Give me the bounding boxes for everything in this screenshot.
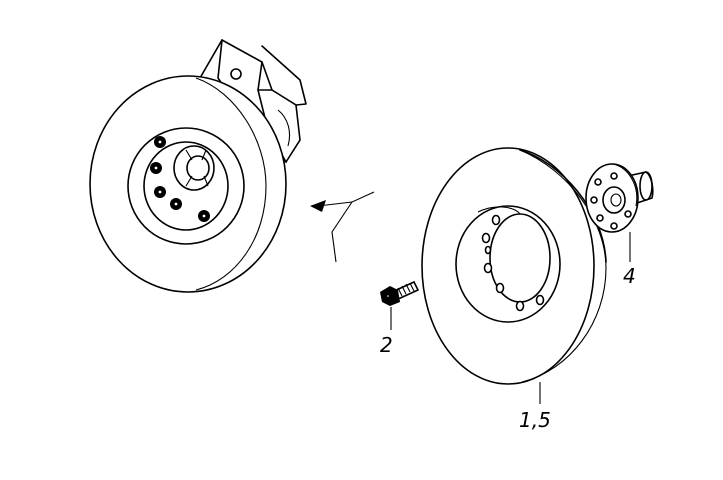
callout-label-bolt: 2 bbox=[380, 333, 393, 357]
hub-bolt-holes bbox=[590, 172, 632, 230]
installed-damper-assembly bbox=[89, 38, 307, 293]
damper-bolt-holes bbox=[481, 214, 545, 312]
vibration-damper-part bbox=[421, 147, 607, 404]
callout-label-hub: 4 bbox=[623, 264, 636, 288]
installed-damper-disc bbox=[89, 75, 287, 293]
assembly-direction-arrow bbox=[310, 191, 375, 263]
bolt-part bbox=[380, 281, 419, 330]
callout-label-damper: 1,5 bbox=[519, 408, 551, 432]
hub-flange-part bbox=[585, 163, 654, 262]
installed-mounting-bolts bbox=[150, 136, 210, 222]
